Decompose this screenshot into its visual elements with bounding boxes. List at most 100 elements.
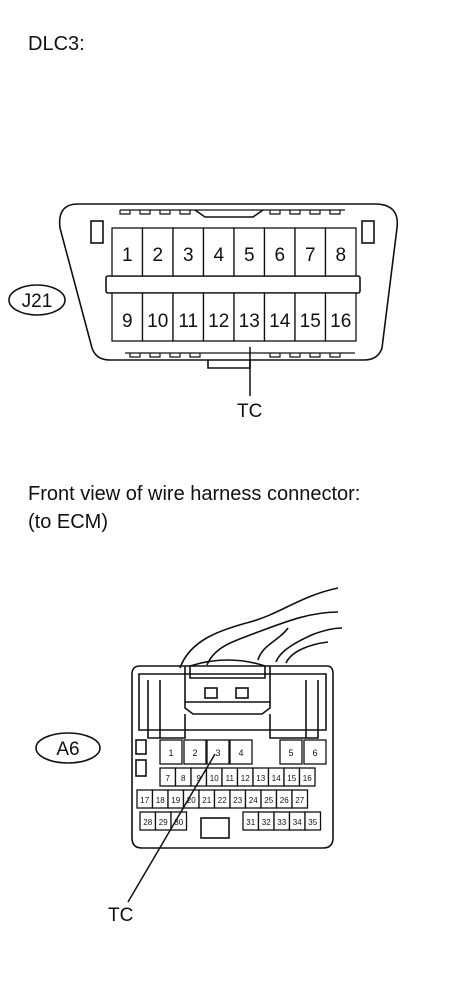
dlc3-separator-bar bbox=[105, 275, 361, 294]
dlc3-pin-7-cavity bbox=[294, 227, 327, 277]
ecm-pin-10-label: 10 bbox=[210, 774, 219, 783]
dlc3-pin-14-cavity bbox=[263, 292, 296, 342]
ecm-pin-28-label: 28 bbox=[143, 818, 152, 827]
ecm-pin-16-cavity bbox=[298, 767, 316, 787]
ecm-housing bbox=[131, 659, 334, 849]
dlc3-pin-10-label: 10 bbox=[147, 311, 168, 332]
ecm-pin-19-label: 19 bbox=[171, 796, 180, 805]
dlc3-pin-15-label: 15 bbox=[300, 311, 321, 332]
ecm-pin-30-label: 30 bbox=[174, 818, 183, 827]
ecm-tc-leader bbox=[127, 753, 216, 903]
dlc3-pin-13-label: 13 bbox=[239, 311, 260, 332]
dlc3-pin-2-label: 2 bbox=[152, 245, 163, 266]
dlc3-pin-3-label: 3 bbox=[183, 245, 194, 266]
ecm-pin-27-label: 27 bbox=[295, 796, 304, 805]
ecm-pin-34-label: 34 bbox=[293, 818, 302, 827]
dlc3-pin-9-cavity bbox=[111, 292, 144, 342]
ecm-lock-top bbox=[189, 659, 266, 679]
ecm-pin-3-label: 3 bbox=[215, 748, 220, 758]
dlc3-pin-8-label: 8 bbox=[335, 245, 346, 266]
dlc3-bottom-serrations bbox=[125, 352, 355, 358]
ecm-pin-15-label: 15 bbox=[287, 774, 296, 783]
ecm-pin-32-label: 32 bbox=[262, 818, 271, 827]
dlc3-pin-2-cavity bbox=[141, 227, 174, 277]
ecm-pin-17-label: 17 bbox=[140, 796, 149, 805]
dlc3-pin-9-label: 9 bbox=[122, 311, 133, 332]
ecm-pin-1-label: 1 bbox=[168, 748, 173, 758]
ecm-code-badge: A6 bbox=[35, 732, 101, 764]
ecm-pin-23-label: 23 bbox=[233, 796, 242, 805]
dlc3-code-ellipse bbox=[8, 284, 66, 316]
ecm-inner-rim bbox=[138, 673, 327, 731]
ecm-side-window-lower bbox=[135, 759, 147, 777]
ecm-pin-18-label: 18 bbox=[156, 796, 165, 805]
ecm-pin-14-label: 14 bbox=[272, 774, 281, 783]
ecm-left-rail bbox=[147, 680, 186, 739]
ecm-caption-line1: Front view of wire harness connector: bbox=[28, 483, 361, 505]
ecm-pin-35-cavity bbox=[304, 811, 322, 831]
ecm-code-ellipse bbox=[35, 732, 101, 764]
ecm-pin-29-label: 29 bbox=[159, 818, 168, 827]
ecm-tc-callout-label: TC bbox=[108, 905, 134, 926]
dlc3-pin-4-label: 4 bbox=[213, 245, 224, 266]
dlc3-pin-11-label: 11 bbox=[178, 311, 198, 332]
dlc3-top-key bbox=[194, 209, 264, 218]
ecm-caption-line2: (to ECM) bbox=[28, 511, 108, 533]
ecm-pin-31-label: 31 bbox=[246, 818, 255, 827]
dlc3-bottom-key bbox=[207, 360, 251, 369]
ecm-lock-window-left bbox=[204, 687, 218, 699]
ecm-right-rail bbox=[269, 680, 319, 739]
ecm-pin-33-label: 33 bbox=[277, 818, 286, 827]
dlc3-right-guide bbox=[361, 220, 375, 244]
ecm-pin-35-label: 35 bbox=[308, 818, 317, 827]
dlc3-pin-7-label: 7 bbox=[305, 245, 316, 266]
dlc3-pin-14-label: 14 bbox=[269, 311, 291, 332]
ecm-pin-30-cavity bbox=[170, 811, 188, 831]
ecm-wire-harness bbox=[179, 587, 343, 669]
ecm-code-text: A6 bbox=[56, 739, 79, 760]
dlc3-pin-6-cavity bbox=[263, 227, 296, 277]
ecm-pin-5-cavity bbox=[279, 739, 303, 765]
ecm-pin-1-cavity bbox=[159, 739, 183, 765]
ecm-pin-9-label: 9 bbox=[197, 774, 202, 783]
ecm-outer-body bbox=[131, 665, 334, 849]
ecm-pin-16-label: 16 bbox=[303, 774, 312, 783]
ecm-bottom-key bbox=[200, 817, 230, 839]
ecm-pin-6-cavity bbox=[303, 739, 327, 765]
ecm-pin-4-label: 4 bbox=[238, 748, 243, 758]
dlc3-pin-8-cavity bbox=[324, 227, 357, 277]
ecm-pin-26-label: 26 bbox=[280, 796, 289, 805]
dlc3-pin-16-cavity bbox=[324, 292, 357, 342]
ecm-pin-8-label: 8 bbox=[181, 774, 186, 783]
ecm-pin-13-label: 13 bbox=[256, 774, 265, 783]
ecm-pin-24-label: 24 bbox=[249, 796, 258, 805]
dlc3-top-serrations bbox=[119, 209, 345, 215]
ecm-pin-2-label: 2 bbox=[192, 748, 197, 758]
ecm-lock-housing bbox=[184, 666, 271, 715]
ecm-pin-5-label: 5 bbox=[288, 748, 293, 758]
ecm-side-window-upper bbox=[135, 739, 147, 755]
ecm-pin-2-cavity bbox=[183, 739, 207, 765]
dlc3-connector bbox=[58, 203, 399, 369]
ecm-pin-25-label: 25 bbox=[264, 796, 273, 805]
dlc3-title: DLC3: bbox=[28, 33, 85, 55]
ecm-pin-7-label: 7 bbox=[166, 774, 171, 783]
dlc3-pin-6-label: 6 bbox=[274, 245, 285, 266]
dlc3-pin-5-label: 5 bbox=[244, 245, 255, 266]
dlc3-code-text: J21 bbox=[22, 291, 53, 312]
dlc3-left-guide bbox=[90, 220, 104, 244]
ecm-pin-6-label: 6 bbox=[312, 748, 317, 758]
dlc3-pin-15-cavity bbox=[294, 292, 327, 342]
ecm-pin-4-cavity bbox=[229, 739, 253, 765]
ecm-pin-27-cavity bbox=[291, 789, 309, 809]
ecm-pin-20-label: 20 bbox=[187, 796, 196, 805]
ecm-pin-22-label: 22 bbox=[218, 796, 227, 805]
ecm-pin-12-label: 12 bbox=[241, 774, 250, 783]
dlc3-body-outline bbox=[58, 203, 399, 361]
ecm-lock-window-right bbox=[235, 687, 249, 699]
dlc3-pin-16-label: 16 bbox=[330, 311, 351, 332]
